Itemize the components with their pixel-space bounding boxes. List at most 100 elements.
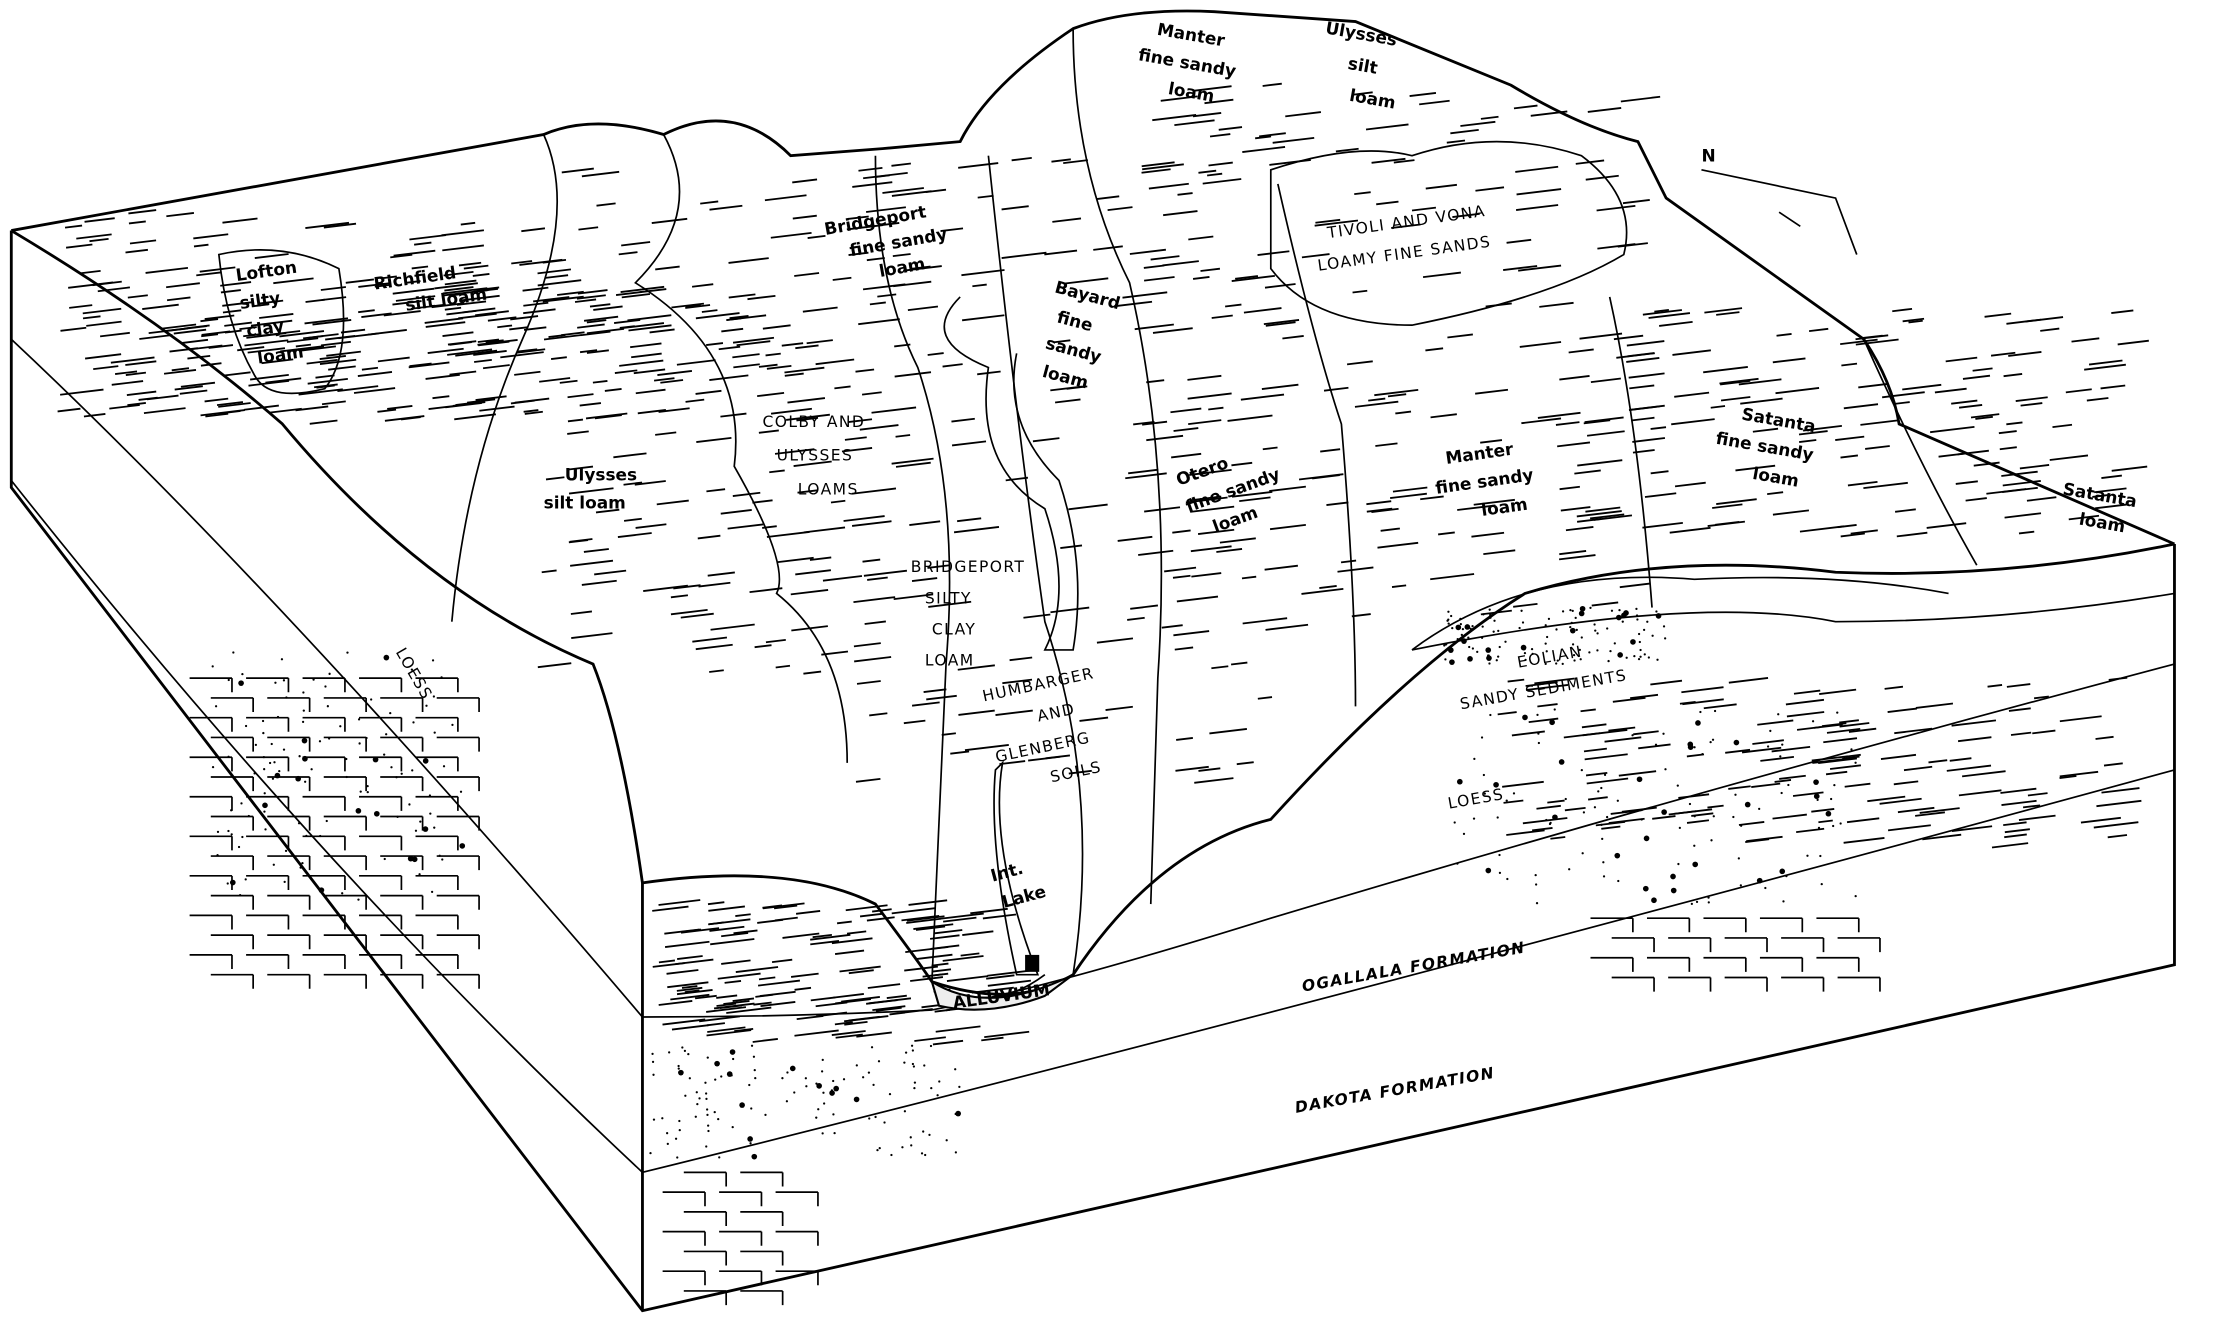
hatch-stroke bbox=[1189, 495, 1222, 502]
stipple-dot bbox=[713, 1111, 716, 1114]
hatch-stroke bbox=[570, 610, 593, 615]
hatch-stroke bbox=[125, 360, 157, 366]
hatch-stroke bbox=[196, 271, 222, 277]
hatch-stroke bbox=[321, 400, 346, 406]
hatch-stroke bbox=[2032, 729, 2056, 735]
hatch-stroke bbox=[1506, 829, 1545, 836]
hatch-stroke bbox=[1513, 104, 1538, 110]
stipple-dot bbox=[1693, 844, 1696, 847]
label-bridgeport-scl: BRIDGEPORT SILTY CLAY LOAM bbox=[911, 558, 1024, 669]
brick-mark bbox=[267, 815, 311, 831]
stipple-dot bbox=[1544, 642, 1547, 645]
hatch-stroke bbox=[927, 564, 950, 569]
stipple-dot bbox=[1779, 755, 1782, 758]
stipple-dot bbox=[1488, 662, 1491, 665]
stipple-dot bbox=[418, 873, 421, 876]
hatch-stroke bbox=[1604, 736, 1642, 743]
hatch-stroke bbox=[511, 260, 533, 265]
hatch-stroke bbox=[863, 171, 908, 180]
hatch-stroke bbox=[304, 317, 349, 325]
hatch-stroke bbox=[796, 416, 819, 422]
hatch-stroke bbox=[577, 289, 608, 295]
stipple-dot bbox=[425, 704, 428, 707]
stipple-dot bbox=[390, 766, 393, 769]
hatch-stroke bbox=[57, 407, 81, 413]
brick-mark bbox=[436, 855, 480, 871]
brick-mark bbox=[1759, 956, 1804, 972]
hatch-stroke bbox=[1242, 617, 1288, 625]
stipple-dot bbox=[1710, 839, 1713, 842]
hatch-stroke bbox=[2101, 474, 2122, 479]
hatch-stroke bbox=[2027, 792, 2048, 797]
hatch-stroke bbox=[127, 294, 148, 299]
hatch-stroke bbox=[716, 1002, 737, 1007]
hatch-stroke bbox=[574, 298, 597, 303]
hatch-stroke bbox=[1051, 158, 1071, 163]
hatch-stroke bbox=[254, 303, 269, 307]
hatch-stroke bbox=[1187, 392, 1232, 400]
stipple-dot bbox=[1579, 658, 1582, 661]
hatch-stroke bbox=[1991, 842, 2029, 849]
stipple-dot bbox=[263, 810, 266, 813]
stipple-dot bbox=[272, 863, 275, 866]
hatch-stroke bbox=[927, 352, 944, 356]
stipple-dot bbox=[278, 770, 281, 773]
hatch-stroke bbox=[307, 377, 348, 385]
stipple-dot bbox=[1480, 736, 1484, 739]
hatch-stroke bbox=[427, 347, 464, 354]
stipple-dot bbox=[1740, 824, 1743, 827]
stipple-dot bbox=[1787, 783, 1790, 787]
svg-text:SOILS: SOILS bbox=[1049, 758, 1104, 786]
stipple-dot bbox=[238, 680, 244, 686]
hatch-stroke bbox=[1323, 386, 1349, 392]
hatch-stroke bbox=[541, 569, 557, 574]
stipple-dot bbox=[748, 1083, 751, 1087]
brick-mark bbox=[302, 716, 346, 732]
stipple-dot bbox=[422, 758, 429, 764]
stipple-dot bbox=[226, 882, 229, 885]
svg-text:loam: loam bbox=[256, 341, 305, 367]
hatch-stroke bbox=[2094, 487, 2127, 494]
hatch-stroke bbox=[414, 241, 432, 246]
brick-mark bbox=[719, 1230, 763, 1246]
hatch-stroke bbox=[1846, 817, 1880, 824]
brick-mark bbox=[210, 934, 254, 950]
stipple-dot bbox=[684, 1094, 687, 1097]
stipple-dot bbox=[1606, 627, 1609, 630]
stipple-dot bbox=[268, 761, 272, 765]
hatch-stroke bbox=[774, 916, 798, 922]
hatch-stroke bbox=[895, 434, 911, 438]
hatch-stroke bbox=[1589, 513, 1625, 520]
hatch-stroke bbox=[1319, 585, 1337, 589]
hatch-stroke bbox=[1534, 677, 1575, 685]
hatch-stroke bbox=[658, 899, 701, 906]
hatch-stroke bbox=[941, 732, 956, 736]
hatch-stroke bbox=[345, 278, 374, 284]
stipple-dot bbox=[786, 1071, 789, 1074]
hatch-stroke bbox=[901, 914, 940, 922]
stipple-dot bbox=[301, 862, 304, 865]
hatch-stroke bbox=[618, 251, 638, 256]
stipple-dot bbox=[1523, 652, 1527, 655]
hatch-stroke bbox=[710, 938, 755, 946]
hatch-stroke bbox=[1127, 616, 1145, 621]
hatch-stroke bbox=[2107, 834, 2128, 839]
hatch-stroke bbox=[2111, 309, 2134, 315]
hatch-stroke bbox=[259, 312, 294, 319]
brick-mark bbox=[436, 697, 480, 713]
brick-mark bbox=[210, 697, 254, 713]
hatch-stroke bbox=[497, 324, 513, 329]
hatch-stroke bbox=[1198, 767, 1221, 772]
stipple-dot bbox=[1481, 625, 1484, 628]
hatch-stroke bbox=[479, 405, 515, 412]
brick-mark bbox=[415, 954, 459, 970]
hatch-stroke bbox=[982, 913, 1017, 920]
stipple-dot bbox=[1589, 606, 1592, 610]
hatch-stroke bbox=[522, 286, 549, 292]
hatch-stroke bbox=[765, 352, 781, 357]
stipple-dot bbox=[383, 857, 386, 861]
hatch-stroke bbox=[1515, 165, 1559, 173]
stipple-dot bbox=[1839, 822, 1842, 825]
stipple-dot bbox=[1580, 613, 1583, 616]
hatch-stroke bbox=[752, 499, 773, 504]
